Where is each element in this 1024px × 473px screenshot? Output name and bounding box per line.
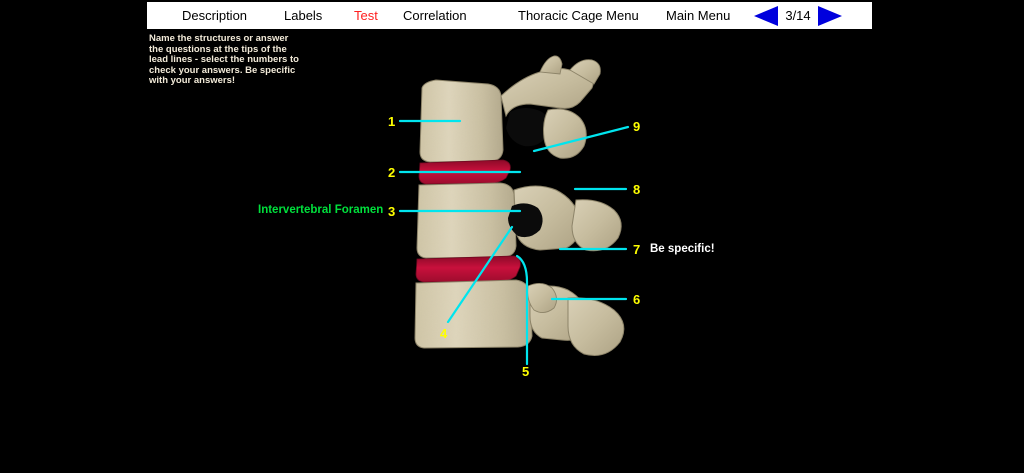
callout-number-7[interactable]: 7 xyxy=(633,242,641,257)
menu-item-thoracic-cage-menu[interactable]: Thoracic Cage Menu xyxy=(518,8,639,23)
menu-item-correlation[interactable]: Correlation xyxy=(403,8,467,23)
callout-number-4[interactable]: 4 xyxy=(440,326,448,341)
callout-number-6[interactable]: 6 xyxy=(633,292,641,307)
menu-item-description[interactable]: Description xyxy=(182,8,248,23)
page-counter: 3/14 xyxy=(785,8,811,23)
pagination-controls: 3/14 xyxy=(754,2,842,29)
callout-number-8[interactable]: 8 xyxy=(633,182,641,197)
menu-item-test[interactable]: Test xyxy=(354,8,378,23)
instructions-text: Name the structures or answer the questi… xyxy=(149,33,299,87)
hint-text-7: Be specific! xyxy=(650,243,715,255)
callout-number-9[interactable]: 9 xyxy=(633,119,641,134)
menu-item-main-menu[interactable]: Main Menu xyxy=(666,8,731,23)
revealed-answer-3: Intervertebral Foramen xyxy=(258,204,384,216)
menu-item-labels[interactable]: Labels xyxy=(284,8,323,23)
callout-number-3[interactable]: 3 xyxy=(388,204,396,219)
triangle-left-icon[interactable] xyxy=(754,5,778,26)
callout-number-5[interactable]: 5 xyxy=(522,364,530,379)
triangle-right-icon[interactable] xyxy=(818,5,842,26)
callout-number-1[interactable]: 1 xyxy=(388,114,396,129)
callout-number-2[interactable]: 2 xyxy=(388,165,396,180)
top-menu-bar: Description Labels Test Correlation Thor… xyxy=(147,2,872,29)
specimen-image xyxy=(414,55,625,356)
